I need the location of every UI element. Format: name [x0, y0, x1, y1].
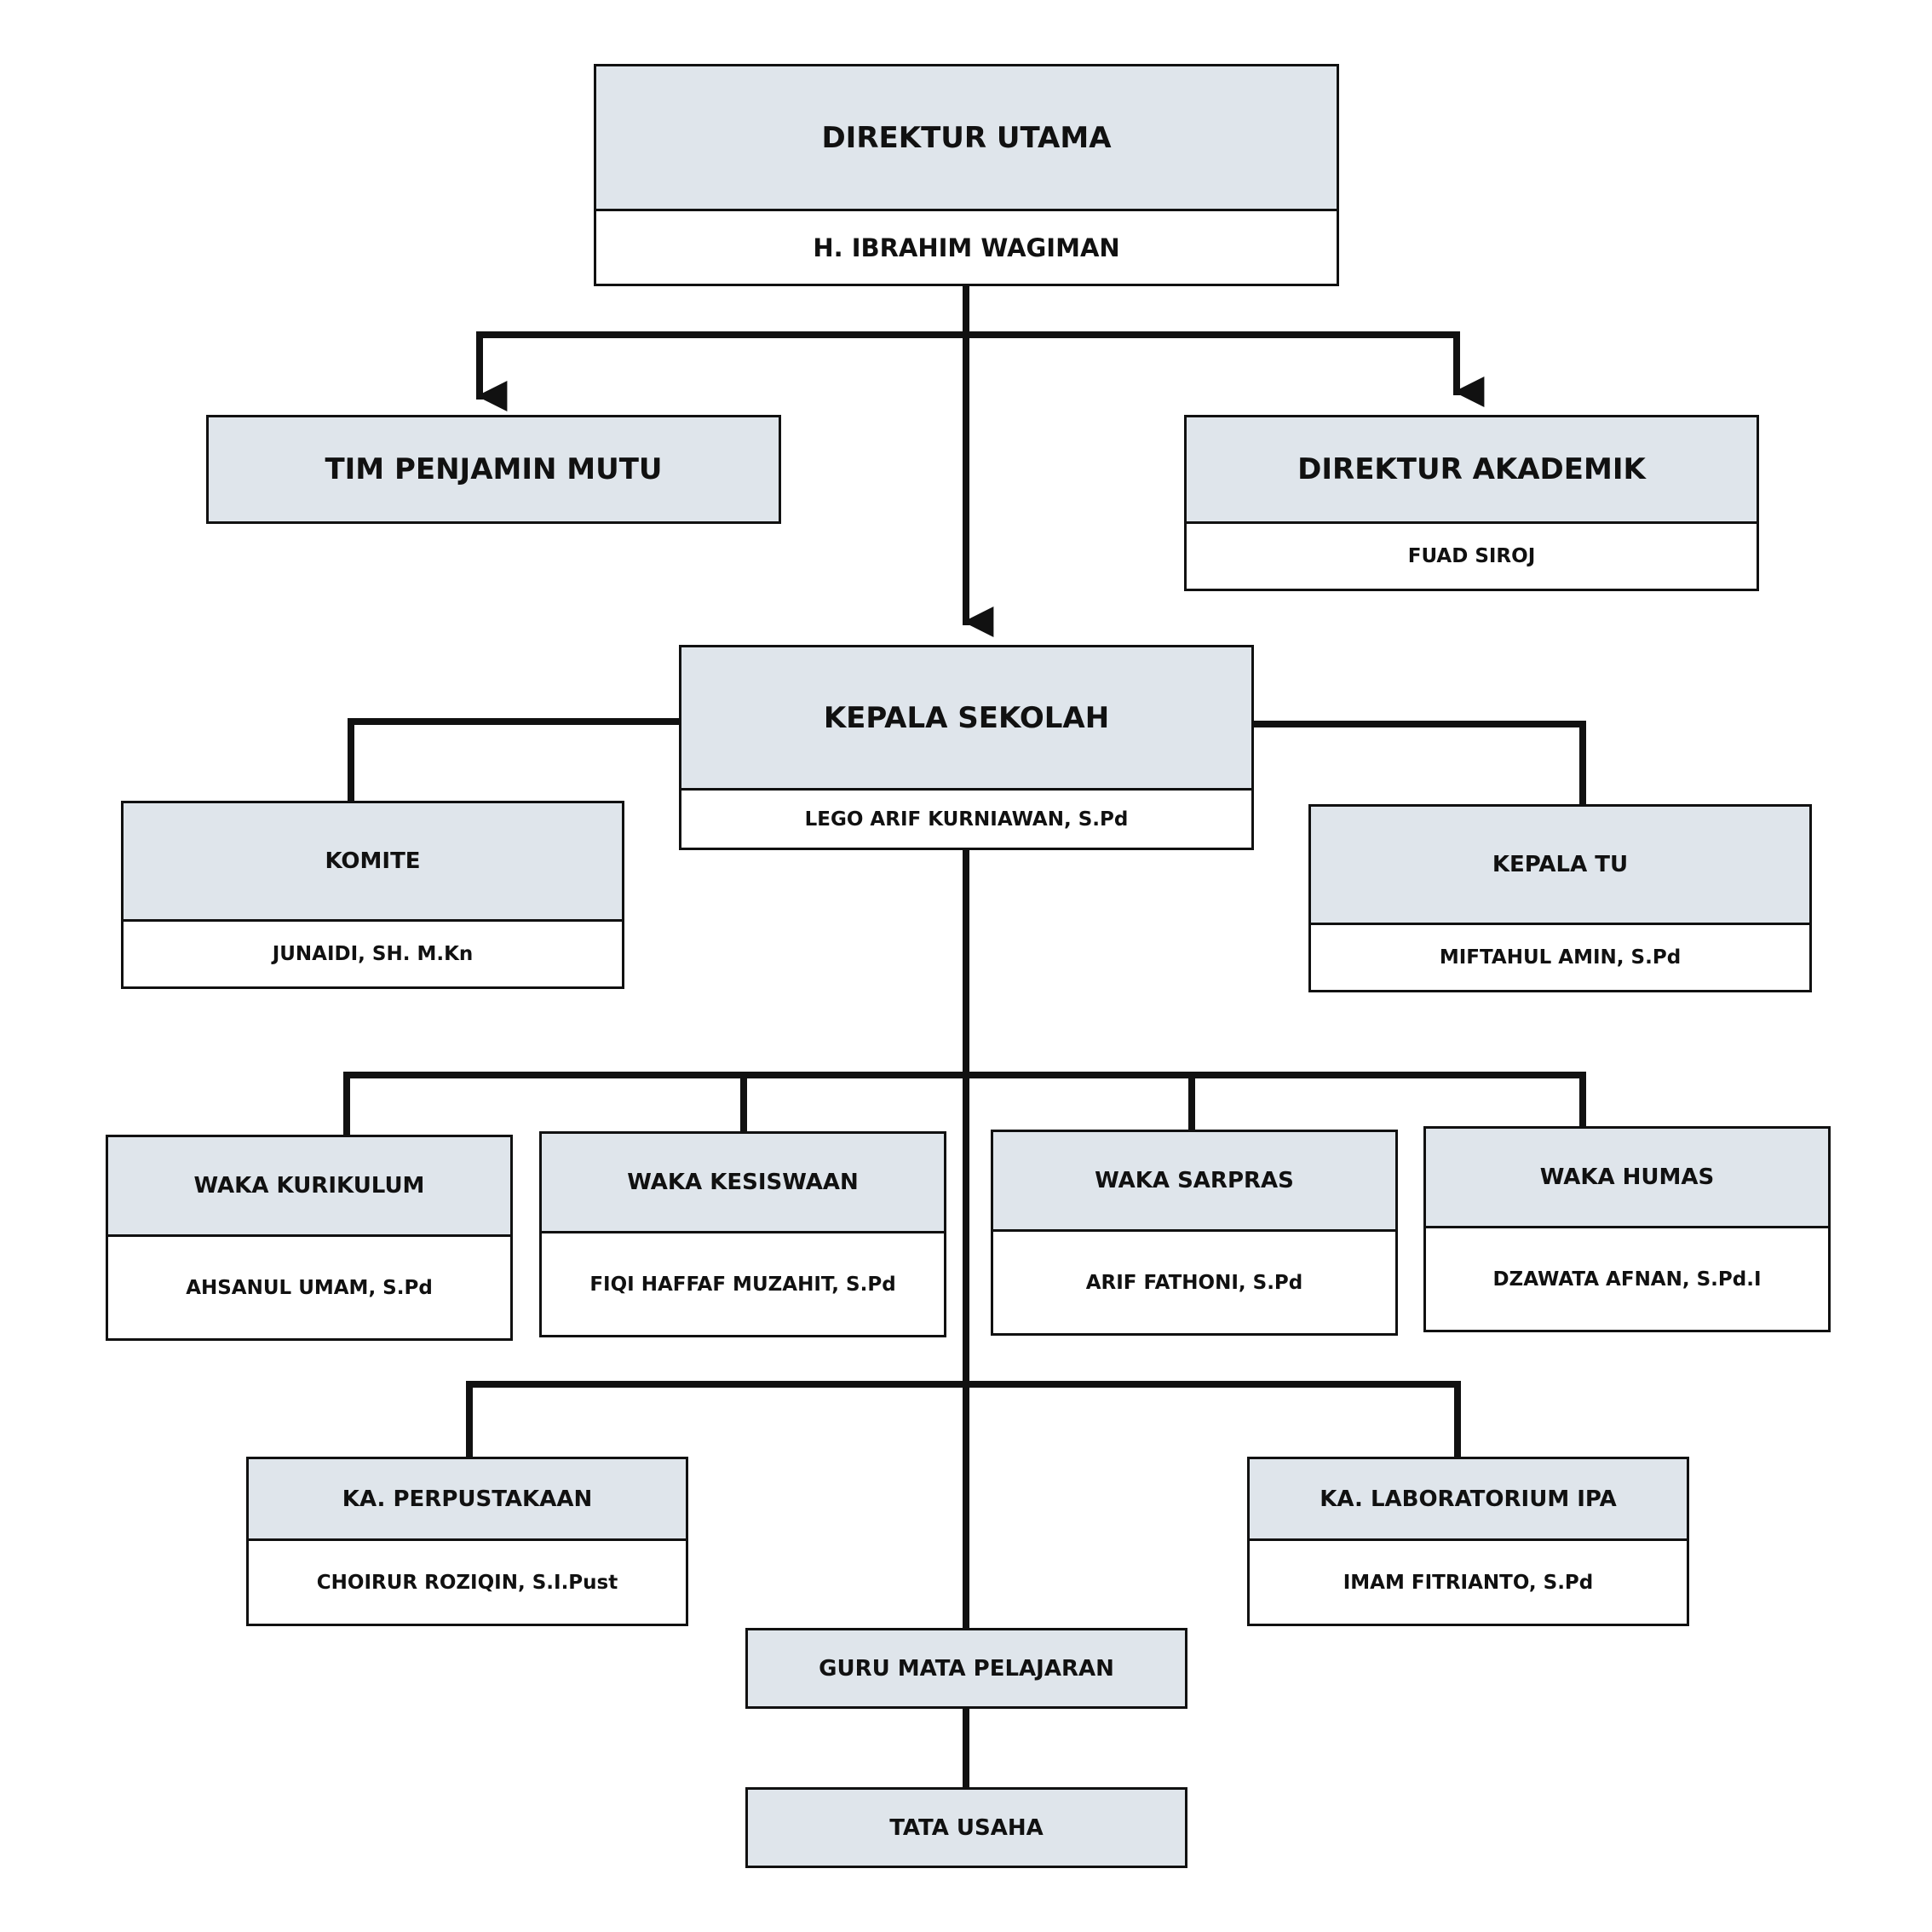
node-title: TIM PENJAMIN MUTU	[209, 417, 779, 521]
connector-kepsek-kepala-tu	[1250, 721, 1586, 808]
node-title: GURU MATA PELAJARAN	[748, 1630, 1185, 1706]
node-person-name: H. IBRAHIM WAGIMAN	[596, 209, 1337, 284]
node-person-name: ARIF FATHONI, S.Pd	[993, 1229, 1395, 1333]
node-tim-penjamin-mutu: TIM PENJAMIN MUTU	[206, 415, 781, 524]
node-title: WAKA SARPRAS	[993, 1132, 1395, 1229]
node-title: WAKA KURIKULUM	[108, 1137, 510, 1234]
node-person-name: LEGO ARIF KURNIAWAN, S.Pd	[681, 788, 1251, 848]
connector-kepsek-komite	[348, 718, 682, 804]
node-title: WAKA KESISWAAN	[542, 1134, 944, 1231]
node-title: KA. PERPUSTAKAAN	[249, 1459, 686, 1538]
node-title: DIREKTUR UTAMA	[596, 66, 1337, 209]
node-guru-mata-pelajaran: GURU MATA PELAJARAN	[745, 1628, 1187, 1709]
node-direktur-utama: DIREKTUR UTAMA H. IBRAHIM WAGIMAN	[594, 64, 1339, 286]
node-title: WAKA HUMAS	[1426, 1129, 1828, 1226]
node-person-name: IMAM FITRIANTO, S.Pd	[1250, 1538, 1687, 1624]
node-direktur-akademik: DIREKTUR AKADEMIK FUAD SIROJ	[1184, 415, 1759, 591]
node-waka-humas: WAKA HUMAS DZAWATA AFNAN, S.Pd.I	[1423, 1126, 1831, 1332]
node-kepala-tu: KEPALA TU MIFTAHUL AMIN, S.Pd	[1308, 804, 1812, 992]
node-person-name: FUAD SIROJ	[1187, 521, 1757, 589]
node-person-name: CHOIRUR ROZIQIN, S.I.Pust	[249, 1538, 686, 1624]
node-tata-usaha: TATA USAHA	[745, 1787, 1187, 1868]
node-person-name: MIFTAHUL AMIN, S.Pd	[1311, 923, 1809, 990]
node-ka-perpustakaan: KA. PERPUSTAKAAN CHOIRUR ROZIQIN, S.I.Pu…	[246, 1457, 688, 1626]
node-waka-kurikulum: WAKA KURIKULUM AHSANUL UMAM, S.Pd	[106, 1135, 513, 1341]
node-person-name: DZAWATA AFNAN, S.Pd.I	[1426, 1226, 1828, 1330]
node-title: KEPALA SEKOLAH	[681, 647, 1251, 788]
node-title: DIREKTUR AKADEMIK	[1187, 417, 1757, 521]
node-ka-laboratorium-ipa: KA. LABORATORIUM IPA IMAM FITRIANTO, S.P…	[1247, 1457, 1689, 1626]
node-komite: KOMITE JUNAIDI, SH. M.Kn	[121, 801, 624, 989]
node-title: KOMITE	[124, 803, 622, 919]
node-waka-kesiswaan: WAKA KESISWAAN FIQI HAFFAF MUZAHIT, S.Pd	[539, 1131, 946, 1337]
node-kepala-sekolah: KEPALA SEKOLAH LEGO ARIF KURNIAWAN, S.Pd	[679, 645, 1254, 850]
node-person-name: AHSANUL UMAM, S.Pd	[108, 1234, 510, 1338]
node-title: TATA USAHA	[748, 1790, 1185, 1866]
node-title: KEPALA TU	[1311, 807, 1809, 923]
node-person-name: FIQI HAFFAF MUZAHIT, S.Pd	[542, 1231, 944, 1335]
node-title: KA. LABORATORIUM IPA	[1250, 1459, 1687, 1538]
node-waka-sarpras: WAKA SARPRAS ARIF FATHONI, S.Pd	[991, 1130, 1398, 1336]
node-person-name: JUNAIDI, SH. M.Kn	[124, 919, 622, 986]
